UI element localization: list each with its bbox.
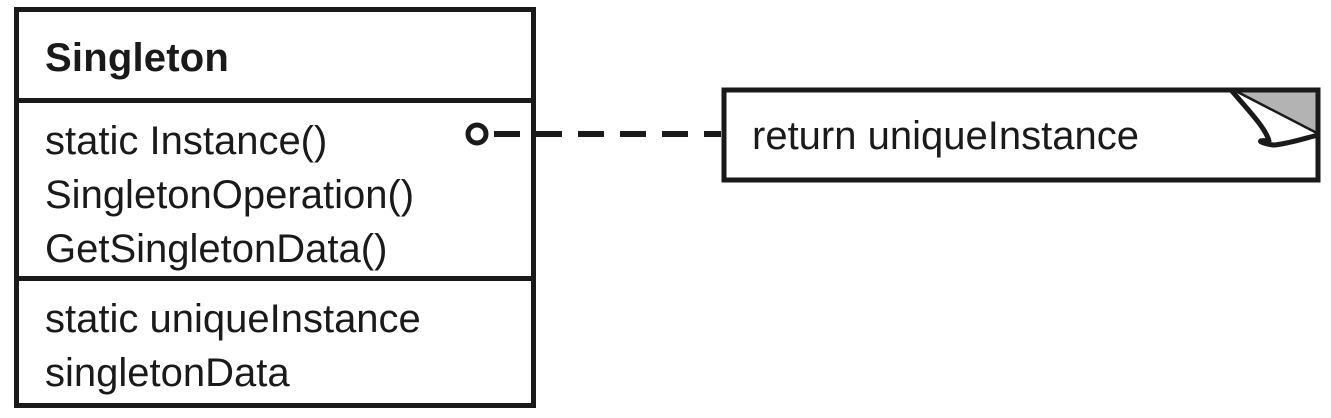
operation-instance: static Instance() xyxy=(45,119,328,163)
operations-compartment: static Instance() SingletonOperation() G… xyxy=(19,103,531,281)
operation-singleton-operation: SingletonOperation() xyxy=(45,173,415,217)
operation-get-singleton-data: GetSingletonData() xyxy=(45,227,388,271)
note-fold-curl xyxy=(1229,88,1319,148)
singleton-class-box: Singleton static Instance() SingletonOpe… xyxy=(14,7,536,408)
note-connector xyxy=(465,122,721,146)
class-name: Singleton xyxy=(45,36,230,80)
attribute-singleton-data: singletonData xyxy=(45,351,290,395)
implementation-note: return uniqueInstance xyxy=(721,87,1321,183)
note-text: return uniqueInstance xyxy=(752,114,1139,158)
class-name-compartment: Singleton xyxy=(19,12,531,103)
note-outline xyxy=(721,87,1321,183)
attribute-unique-instance: static uniqueInstance xyxy=(45,297,421,341)
attributes-compartment: static uniqueInstance singletonData xyxy=(19,281,531,403)
connector-anchor-circle xyxy=(465,122,489,146)
note-frame xyxy=(721,87,1321,183)
